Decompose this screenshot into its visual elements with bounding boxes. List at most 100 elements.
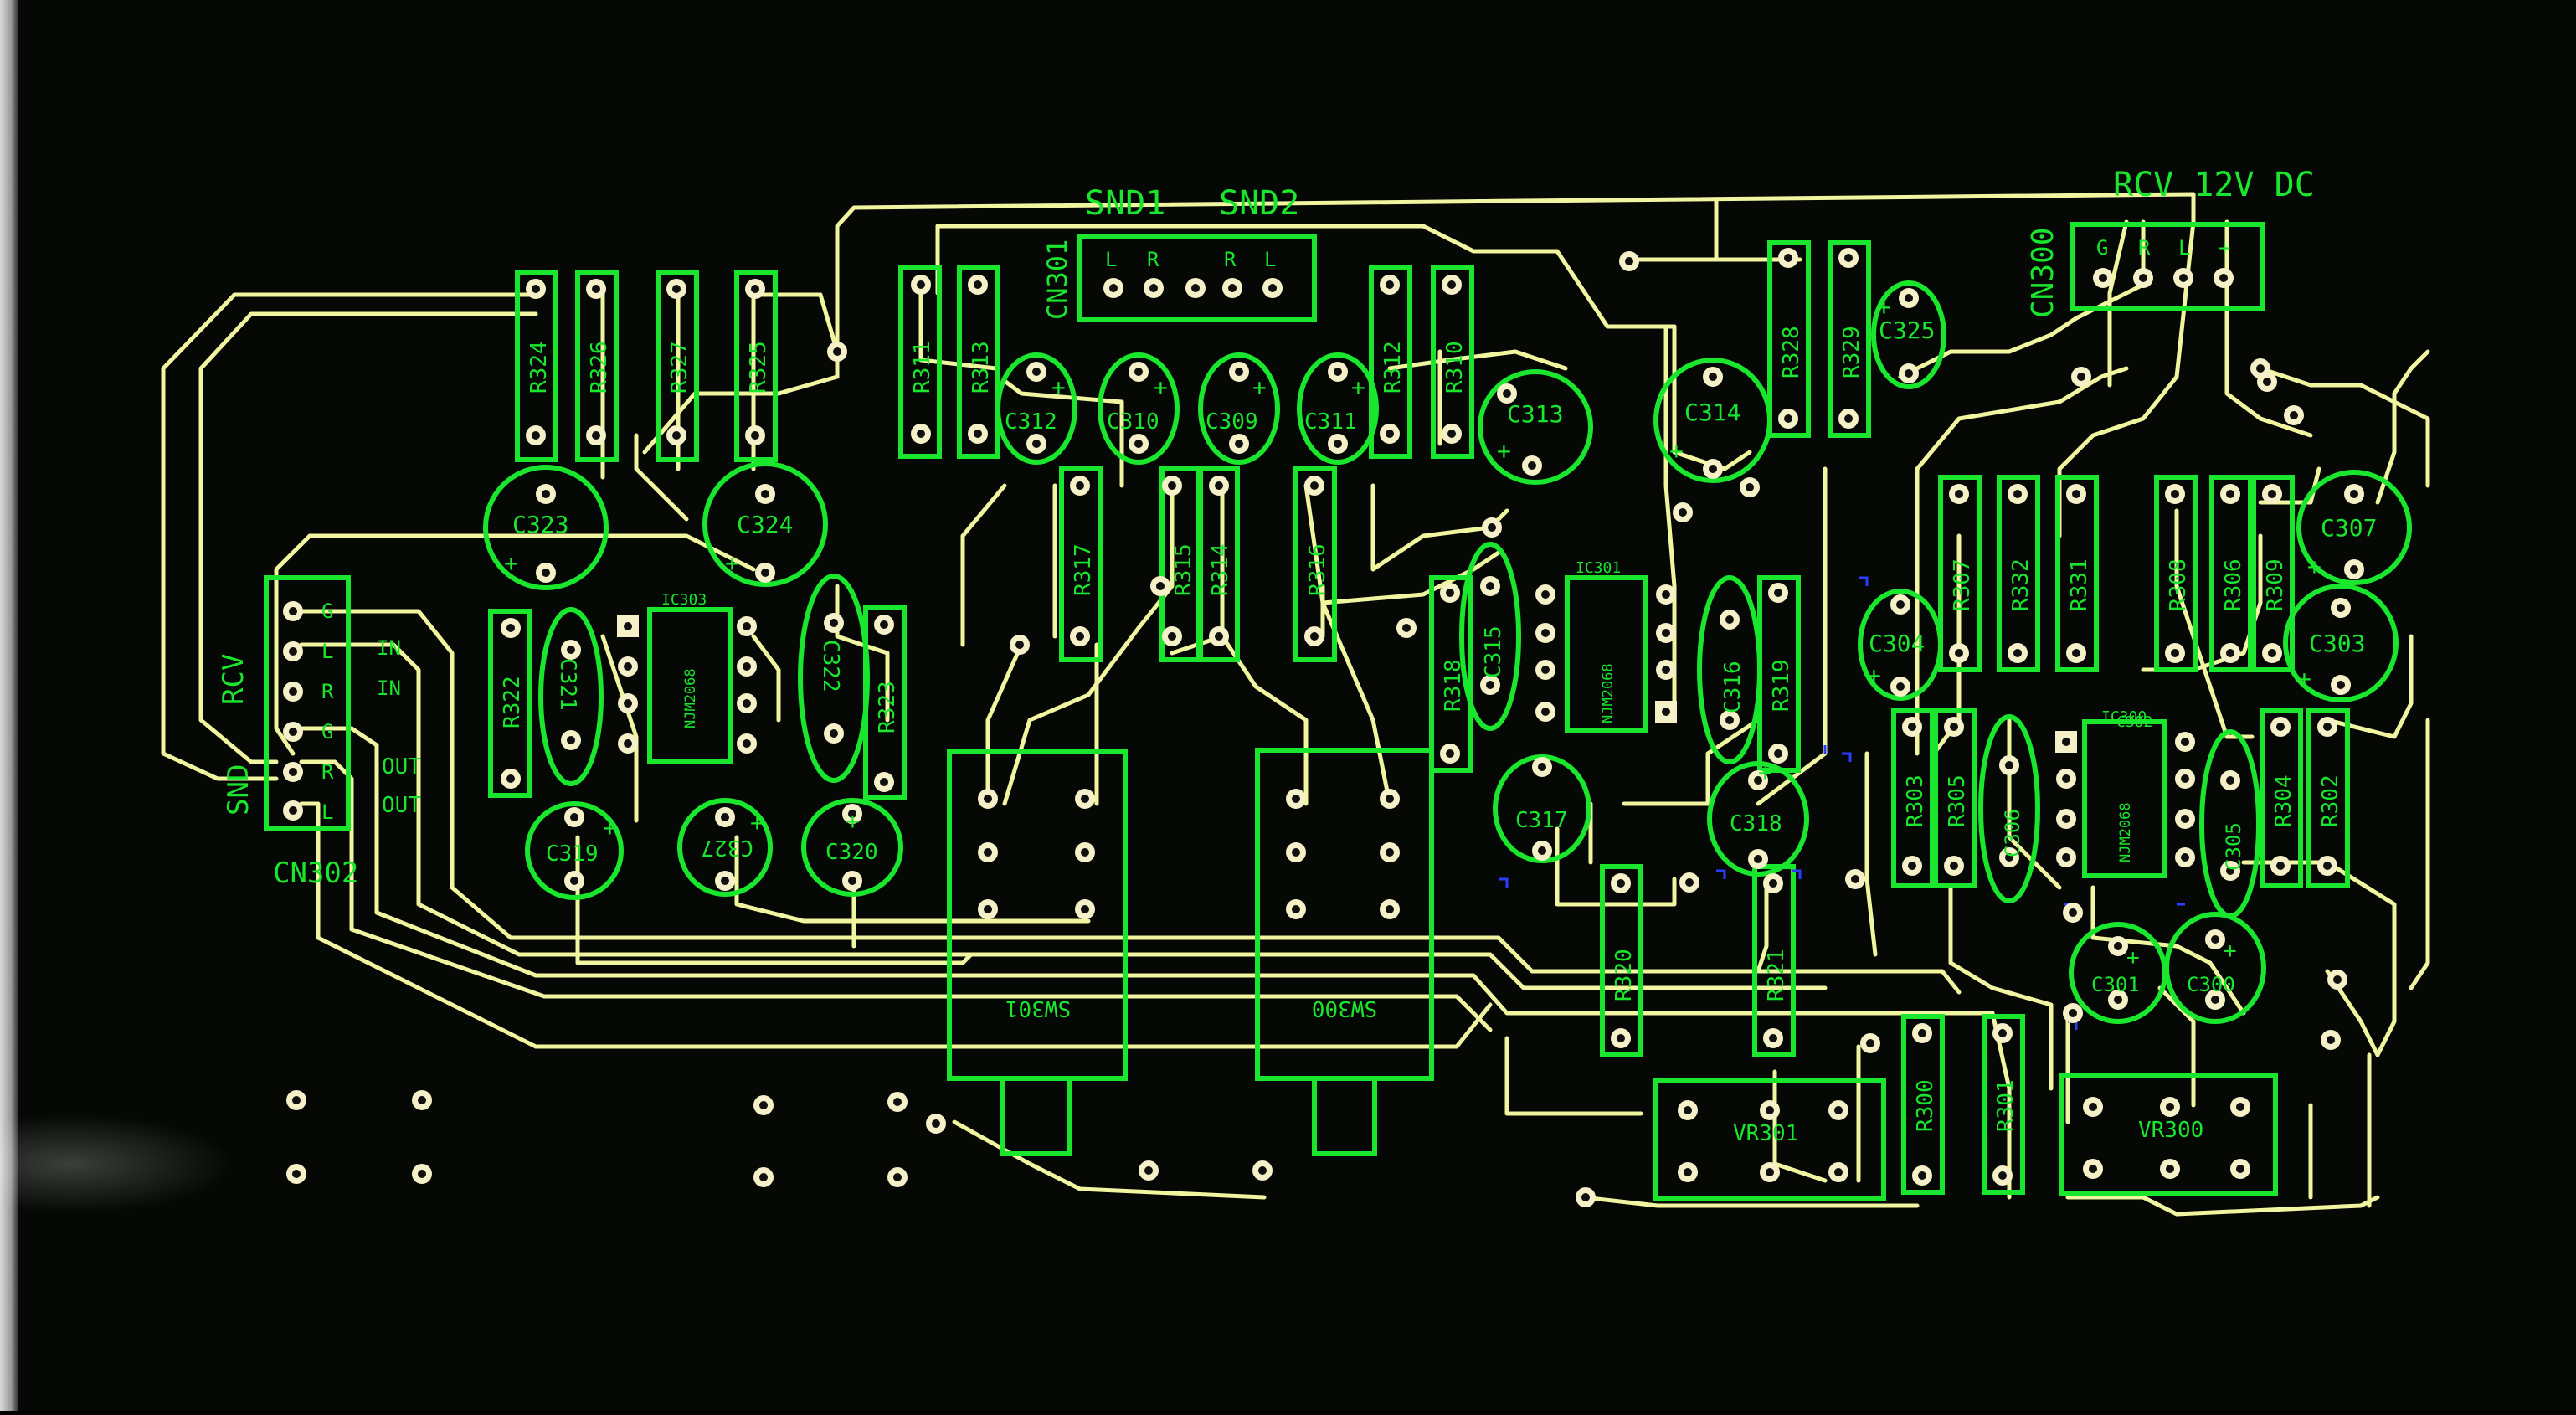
pad-drill (1541, 590, 1550, 599)
c323-outline (483, 465, 609, 590)
capacitor-label: C316 (1720, 661, 1746, 713)
pad-drill (1081, 905, 1089, 913)
label-cn301: CN301 (1041, 239, 1073, 320)
pad-drill (2005, 853, 2013, 862)
screen-glare (0, 1114, 234, 1214)
pad-drill (1766, 1106, 1774, 1114)
capacitor-label: C324 (737, 511, 793, 538)
pad-drill (1746, 483, 1754, 491)
capacitor-label: C313 (1507, 400, 1563, 428)
resistor-label: R302 (2318, 774, 2343, 827)
resistor-label: R328 (1779, 326, 1804, 378)
pad-drill (721, 813, 729, 821)
resistor-label: R331 (2067, 558, 2092, 611)
pad-drill (1488, 523, 1496, 532)
pad-drill (1725, 716, 1734, 724)
r312-outline (1369, 265, 1412, 459)
copper-traces (161, 192, 2430, 1217)
pad-drill (1292, 848, 1300, 857)
r331-outline (2055, 475, 2099, 672)
r328-outline (1767, 240, 1811, 438)
pad-drill (1402, 624, 1411, 632)
trace (2107, 219, 2129, 388)
c312-outline (995, 352, 1077, 465)
pad-drill (289, 607, 297, 615)
pad-drill (292, 1170, 301, 1178)
pad-drill (2166, 1103, 2174, 1111)
label-vr301: VR301 (1733, 1121, 1798, 1146)
pad-drill (418, 1170, 426, 1178)
pad-drill (567, 646, 575, 654)
via-marker (1842, 752, 1852, 762)
label-in-1: IN (377, 636, 401, 660)
pad-drill (2181, 774, 2189, 783)
pad-drill (1081, 848, 1089, 857)
trace (918, 291, 999, 371)
cn300-pin-label: L (2178, 236, 2190, 260)
r302-outline (2306, 708, 2350, 888)
pad-drill (830, 619, 838, 627)
polarity-mark: + (1351, 373, 1365, 401)
trace (274, 533, 312, 756)
resistor-label: R314 (1208, 543, 1233, 596)
cn301-pin-label: R (1147, 248, 1159, 271)
trace (1387, 349, 1568, 371)
resistor-label: R317 (1071, 543, 1096, 596)
capacitor-label: C322 (818, 640, 843, 692)
pad-drill (2327, 1036, 2335, 1044)
polarity-mark: + (725, 549, 739, 577)
pad-drill (292, 1096, 301, 1104)
pad-drill (1662, 590, 1670, 599)
r307-outline (1938, 475, 1982, 672)
resistor-label: R301 (1993, 1079, 2018, 1132)
resistor-label: R316 (1305, 543, 1330, 596)
pad-drill (1896, 682, 1905, 691)
cn302-outline (264, 575, 351, 831)
pad-drill (2013, 649, 2022, 657)
resistor-label: R311 (910, 341, 935, 394)
pad-drill (2062, 774, 2070, 783)
resistor-label: R309 (2263, 558, 2288, 611)
pad-drill (2236, 1103, 2244, 1111)
pad-drill (1292, 795, 1300, 803)
pad-drill (984, 848, 992, 857)
pads (283, 248, 2364, 1207)
pad-drill (2219, 274, 2228, 282)
pad-drill (2005, 761, 2013, 769)
trace (307, 533, 756, 572)
pad-drill (1709, 373, 1717, 381)
label-cn302: CN302 (273, 857, 358, 890)
pad-drill (743, 739, 751, 748)
pad-drill (2181, 815, 2189, 823)
polarity-mark: + (2126, 945, 2140, 970)
pad-drill (1955, 490, 1963, 498)
pad-drill (2099, 274, 2107, 282)
pad-drill (848, 877, 856, 885)
pad-drill (1228, 284, 1237, 292)
r313-outline (957, 265, 1000, 459)
pad-drill (1486, 582, 1494, 590)
trace (198, 311, 538, 764)
trace (935, 224, 1677, 329)
pad-drill (1334, 440, 1342, 448)
capacitor-label: C323 (512, 511, 568, 538)
pad-drill (2181, 853, 2189, 862)
resistor-label: R306 (2221, 558, 2246, 611)
pad-drill (759, 1173, 768, 1181)
label-ic300: NJM2068 (2117, 802, 2134, 862)
label-ic300-ref: IC300 (2101, 708, 2147, 726)
capacitor-label: C325 (1879, 316, 1935, 344)
trace (1622, 718, 1761, 806)
pad-drill (1156, 582, 1165, 590)
pad-drill (1918, 1029, 1926, 1037)
pad-drill (1834, 1168, 1843, 1176)
trace (2409, 718, 2430, 990)
resistor-label: R319 (1769, 659, 1794, 712)
pad-drill (1538, 763, 1546, 771)
pad-drill (1538, 846, 1546, 855)
polarity-mark: + (1867, 661, 1881, 689)
pad-drill (2179, 274, 2188, 282)
pad-drill (506, 624, 515, 632)
c307-outline (2296, 470, 2412, 585)
trace (1915, 366, 2129, 756)
